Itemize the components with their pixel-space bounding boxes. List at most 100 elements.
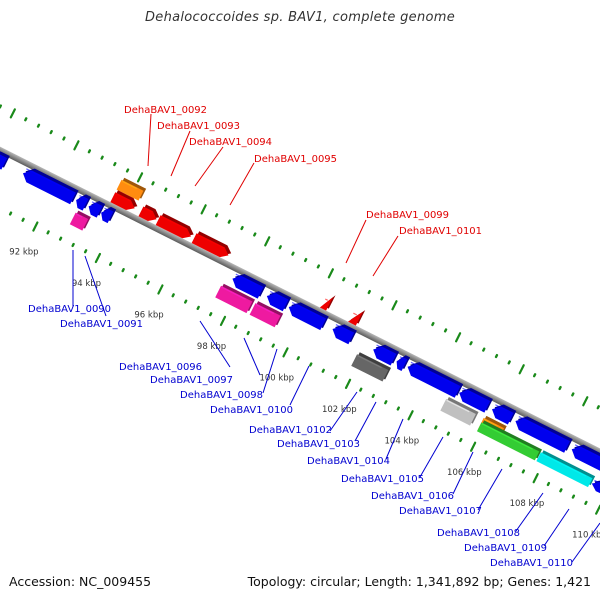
gene-feature bbox=[515, 415, 573, 453]
minor-tick bbox=[24, 117, 28, 122]
gene-dehabav1-0093 bbox=[110, 190, 138, 210]
leader-line bbox=[354, 401, 377, 442]
kbp-tick-label: 106 kbp bbox=[447, 468, 482, 478]
gene-face bbox=[491, 406, 514, 425]
kbp-tick-label: 110 kbp bbox=[572, 531, 600, 541]
minor-tick bbox=[304, 257, 308, 263]
minor-tick bbox=[584, 500, 588, 505]
gene-face bbox=[191, 233, 229, 258]
leader-line bbox=[571, 522, 600, 563]
gene-label-dehabav1-0098[interactable]: DehaBAV1_0098 bbox=[180, 390, 263, 401]
gene-face bbox=[138, 206, 157, 222]
gene-label-dehabav1-0104[interactable]: DehaBAV1_0104 bbox=[307, 456, 390, 467]
gene-feature bbox=[0, 151, 10, 170]
minor-tick bbox=[418, 315, 422, 320]
minor-tick bbox=[189, 200, 193, 205]
leader-line bbox=[419, 436, 444, 478]
gene-highlight bbox=[291, 301, 320, 317]
gene-label-dehabav1-0105[interactable]: DehaBAV1_0105 bbox=[341, 474, 424, 485]
minor-tick bbox=[384, 400, 388, 405]
gene-highlight bbox=[410, 361, 455, 385]
gene-label-dehabav1-0106[interactable]: DehaBAV1_0106 bbox=[371, 491, 454, 502]
gene-label-dehabav1-0101[interactable]: DehaBAV1_0101 bbox=[399, 226, 482, 237]
gene-dehabav1-0095 bbox=[191, 231, 232, 258]
leader-line bbox=[345, 219, 367, 264]
minor-tick bbox=[146, 280, 150, 285]
minor-tick bbox=[125, 168, 130, 173]
gene-dehabav1-0091 bbox=[69, 210, 91, 231]
gene-highlight bbox=[26, 168, 70, 191]
gene-label-dehabav1-0110[interactable]: DehaBAV1_0110 bbox=[490, 558, 573, 569]
gene-face bbox=[88, 203, 103, 218]
minor-tick bbox=[58, 236, 63, 241]
major-tick bbox=[9, 108, 16, 119]
outer-tick-ring bbox=[0, 104, 600, 410]
gene-label-dehabav1-0100[interactable]: DehaBAV1_0100 bbox=[210, 405, 293, 416]
major-tick bbox=[391, 300, 398, 311]
gene-dehabav1-0094 bbox=[155, 213, 194, 239]
gene-dehabav1-0109 bbox=[591, 479, 600, 504]
minor-tick bbox=[113, 162, 117, 167]
gene-highlight bbox=[483, 418, 498, 427]
gene-label-dehabav1-0097[interactable]: DehaBAV1_0097 bbox=[150, 375, 233, 386]
gene-face bbox=[440, 399, 476, 426]
gene-highlight bbox=[75, 213, 83, 218]
minor-tick bbox=[509, 463, 513, 468]
gene-label-dehabav1-0092[interactable]: DehaBAV1_0092 bbox=[124, 105, 207, 116]
minor-tick bbox=[296, 356, 300, 361]
major-tick bbox=[344, 378, 352, 389]
gene-highlight bbox=[541, 453, 587, 477]
leader-line bbox=[289, 365, 310, 406]
gene-dehabav1-0097 bbox=[249, 301, 284, 328]
major-tick bbox=[94, 252, 102, 264]
leader-line bbox=[84, 255, 107, 317]
gene-highlight bbox=[269, 290, 283, 298]
gene-feature bbox=[101, 206, 117, 224]
gene-feature bbox=[138, 204, 160, 222]
gene-label-dehabav1-0096[interactable]: DehaBAV1_0096 bbox=[119, 362, 202, 373]
gene-highlight bbox=[481, 423, 533, 450]
leader-line bbox=[262, 348, 278, 394]
minor-tick bbox=[421, 419, 425, 424]
gene-face bbox=[332, 326, 355, 345]
minor-tick bbox=[8, 211, 13, 216]
gene-label-dehabav1-0095[interactable]: DehaBAV1_0095 bbox=[254, 154, 337, 165]
gene-dehabav1-0104 bbox=[407, 361, 464, 398]
leader-line bbox=[170, 130, 191, 177]
gene-label-dehabav1-0108[interactable]: DehaBAV1_0108 bbox=[437, 528, 520, 539]
gene-label-dehabav1-0091[interactable]: DehaBAV1_0091 bbox=[60, 319, 143, 330]
gene-label-dehabav1-0090[interactable]: DehaBAV1_0090 bbox=[28, 304, 111, 315]
gene-dehabav1-0098 bbox=[288, 301, 329, 331]
gene-highlight bbox=[143, 207, 153, 213]
gene-face bbox=[373, 346, 397, 366]
gene-face bbox=[351, 354, 389, 382]
minor-tick bbox=[380, 296, 384, 301]
minor-tick bbox=[21, 217, 25, 222]
major-tick bbox=[264, 236, 271, 247]
major-tick bbox=[595, 504, 600, 515]
gene-label-dehabav1-0094[interactable]: DehaBAV1_0094 bbox=[189, 137, 272, 148]
minor-tick bbox=[316, 264, 321, 269]
major-tick bbox=[200, 204, 207, 215]
gene-dehabav1-0099 bbox=[319, 295, 336, 311]
gene-label-dehabav1-0103[interactable]: DehaBAV1_0103 bbox=[277, 439, 360, 450]
gene-label-dehabav1-0102[interactable]: DehaBAV1_0102 bbox=[249, 425, 332, 436]
gene-label-dehabav1-0093[interactable]: DehaBAV1_0093 bbox=[157, 121, 240, 132]
gene-label-dehabav1-0099[interactable]: DehaBAV1_0099 bbox=[366, 210, 449, 221]
minor-tick bbox=[342, 277, 346, 282]
gene-label-dehabav1-0107[interactable]: DehaBAV1_0107 bbox=[399, 506, 482, 517]
gene-highlight bbox=[353, 312, 358, 316]
major-tick bbox=[407, 410, 414, 421]
gene-face bbox=[319, 297, 333, 311]
minor-tick bbox=[559, 488, 563, 493]
minor-tick bbox=[240, 225, 244, 231]
gene-dehabav1-0101 bbox=[347, 310, 366, 326]
minor-tick bbox=[184, 299, 188, 304]
minor-tick bbox=[196, 305, 200, 310]
gene-face bbox=[288, 304, 327, 331]
kbp-tick-label: 92 kbp bbox=[9, 248, 38, 258]
gene-label-dehabav1-0109[interactable]: DehaBAV1_0109 bbox=[464, 543, 547, 554]
gene-highlight bbox=[399, 356, 404, 360]
